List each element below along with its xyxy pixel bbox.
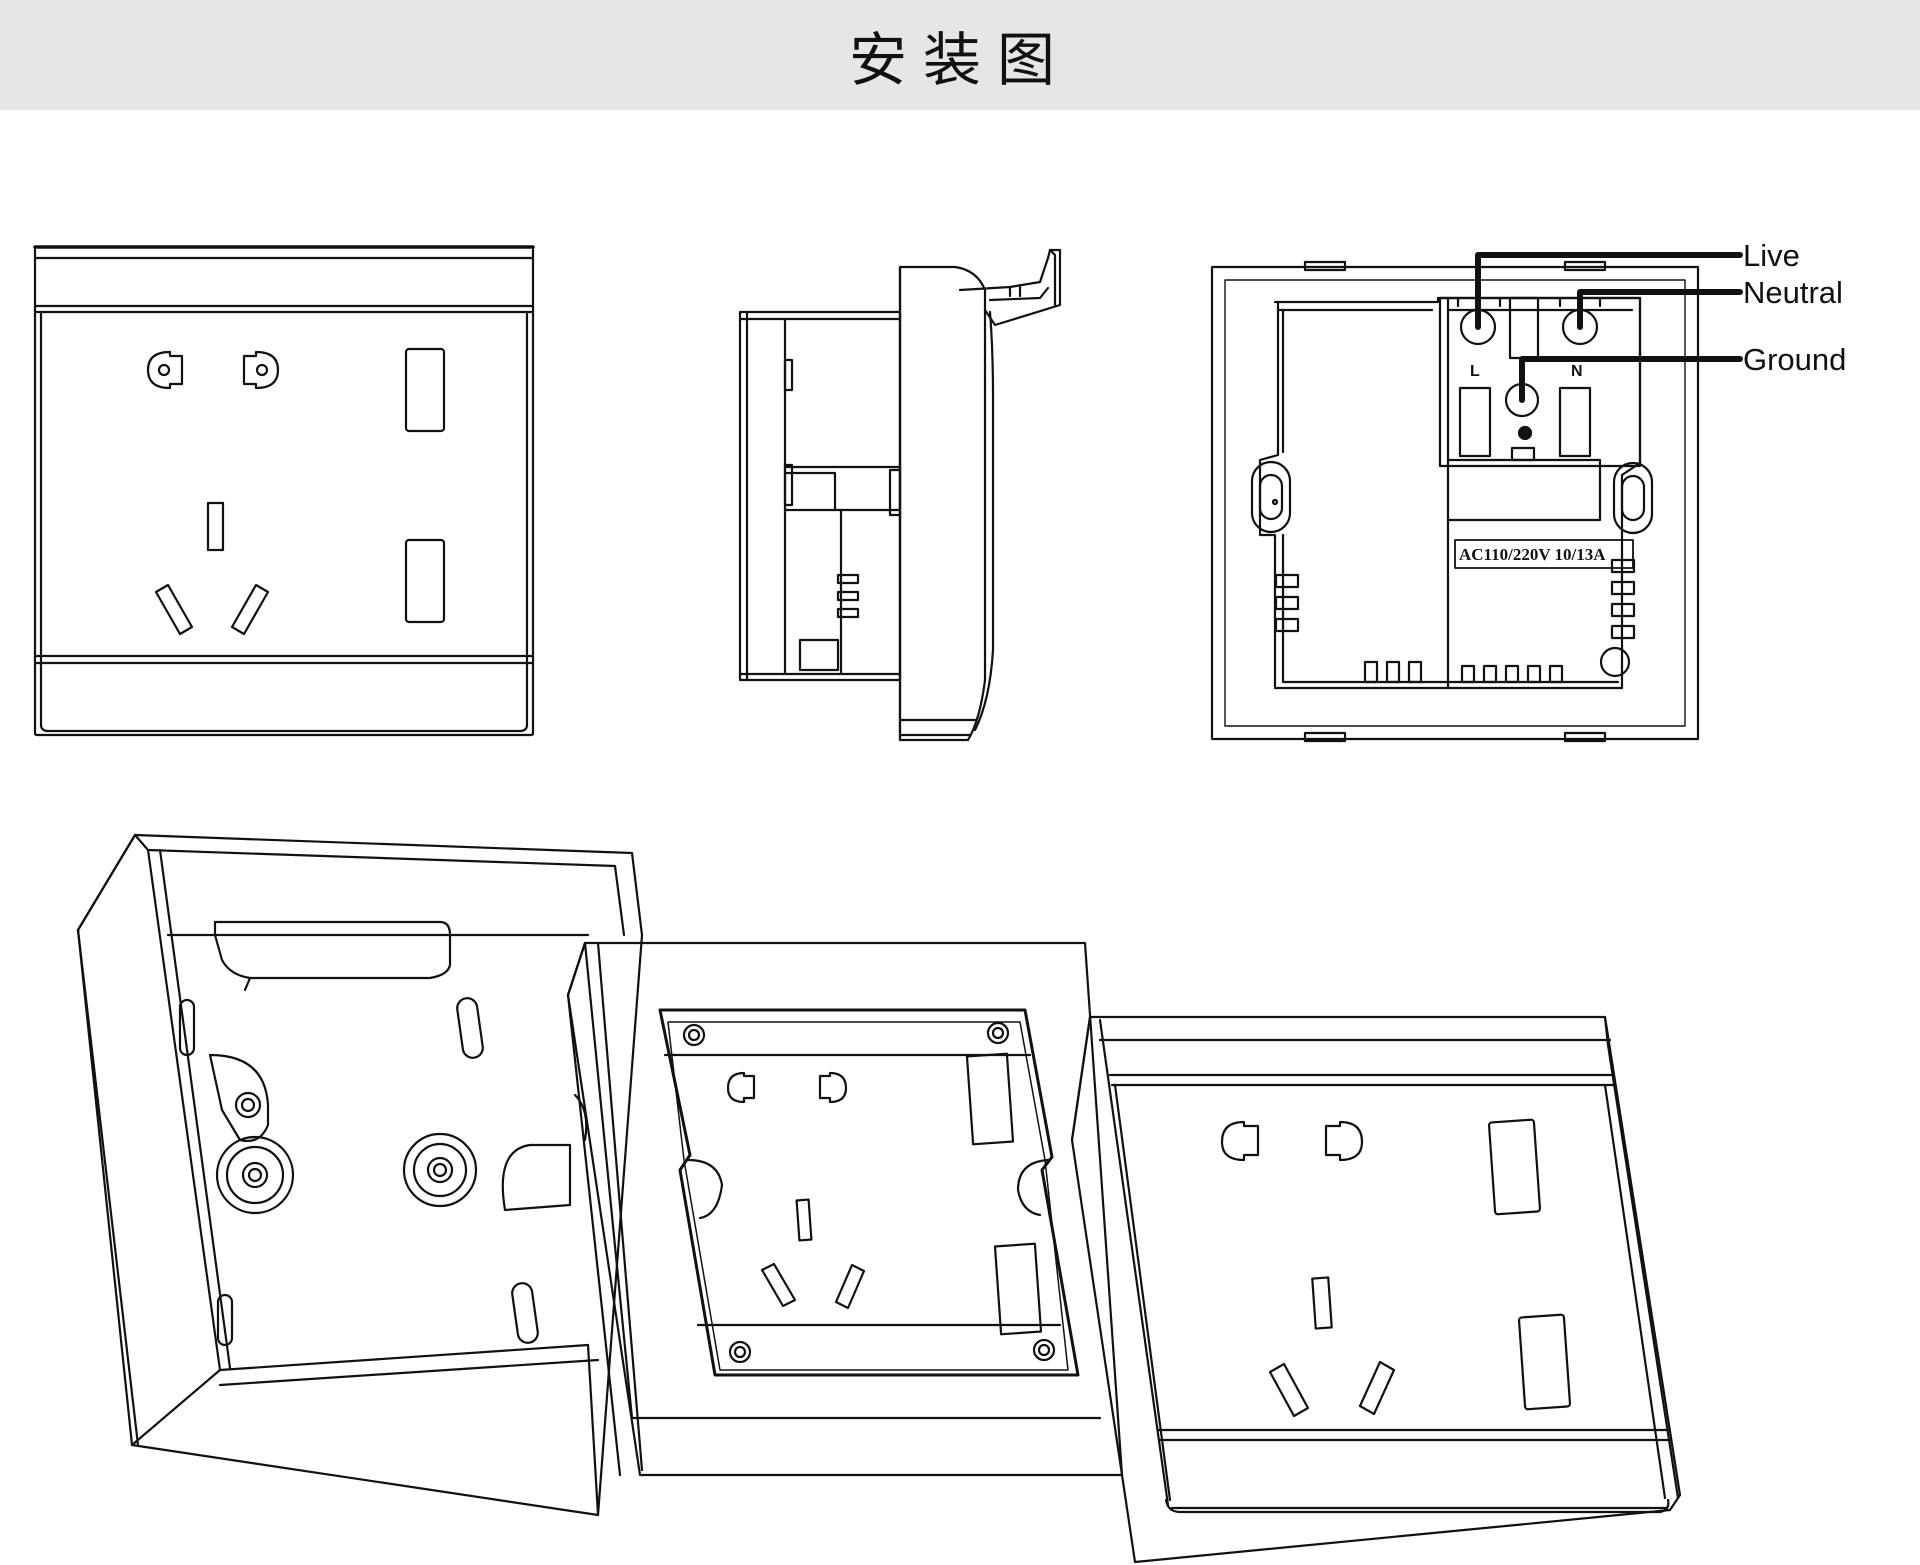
exploded-assembly-view	[76, 833, 1682, 1564]
terminal-neutral-letter: N	[1571, 363, 1583, 380]
two-pin-right	[242, 350, 280, 390]
rating-plate	[1454, 539, 1634, 569]
header-bar	[0, 0, 1920, 110]
back-box	[76, 833, 644, 1517]
neutral-label: Neutral	[1743, 275, 1843, 310]
terminal-live-letter: L	[1470, 363, 1480, 380]
two-pin-left	[146, 350, 184, 390]
socket-back-view	[1210, 252, 1743, 743]
face-plate	[1070, 1015, 1682, 1564]
usb-port-bottom	[404, 538, 446, 624]
three-pin-left	[154, 583, 194, 636]
socket-front-view	[33, 245, 535, 737]
neutral-wire	[1577, 289, 1743, 330]
three-pin-right	[230, 583, 270, 636]
ground-wire	[1519, 356, 1743, 403]
mounting-frame	[566, 941, 1124, 1477]
page-title: 安装图	[848, 26, 1071, 94]
usb-port-top	[404, 347, 446, 433]
socket-side-view	[738, 248, 1062, 742]
live-wire	[1475, 252, 1743, 330]
live-label: Live	[1743, 238, 1800, 273]
three-pin-top	[206, 501, 225, 552]
rating-text: AC110/220V 10/13A	[1459, 545, 1606, 564]
ground-label: Ground	[1743, 342, 1847, 377]
